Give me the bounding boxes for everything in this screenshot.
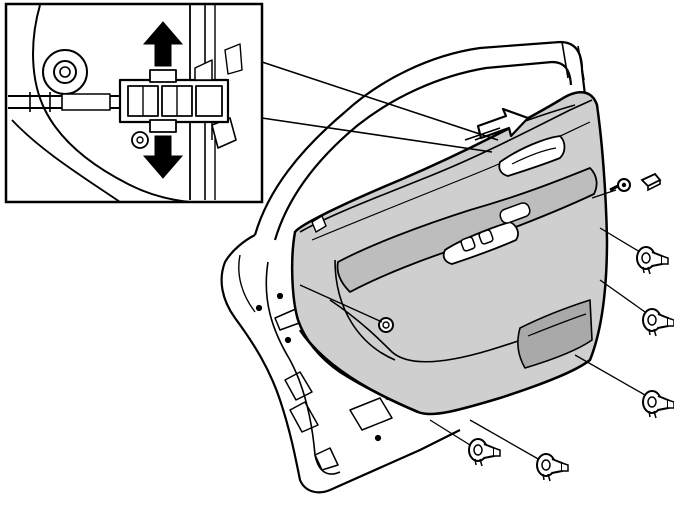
inset-callout-lines [261, 61, 499, 153]
trim-clip-fastener-1 [636, 246, 669, 275]
door-trim-panel [290, 91, 609, 416]
arrow-down-icon [142, 135, 184, 179]
detail-inset [4, 2, 264, 204]
screw-fastener [609, 178, 631, 192]
fastener-leader-lines [299, 189, 646, 461]
trim-clip-fastener-3 [642, 390, 674, 419]
cap-cover [640, 172, 662, 192]
door-shell [220, 40, 587, 494]
arrow-up-icon [142, 21, 184, 67]
trim-clip-fastener-5 [536, 453, 569, 482]
trim-clip-fastener-4 [468, 438, 501, 467]
trim-clip-fastener-2 [642, 308, 674, 337]
